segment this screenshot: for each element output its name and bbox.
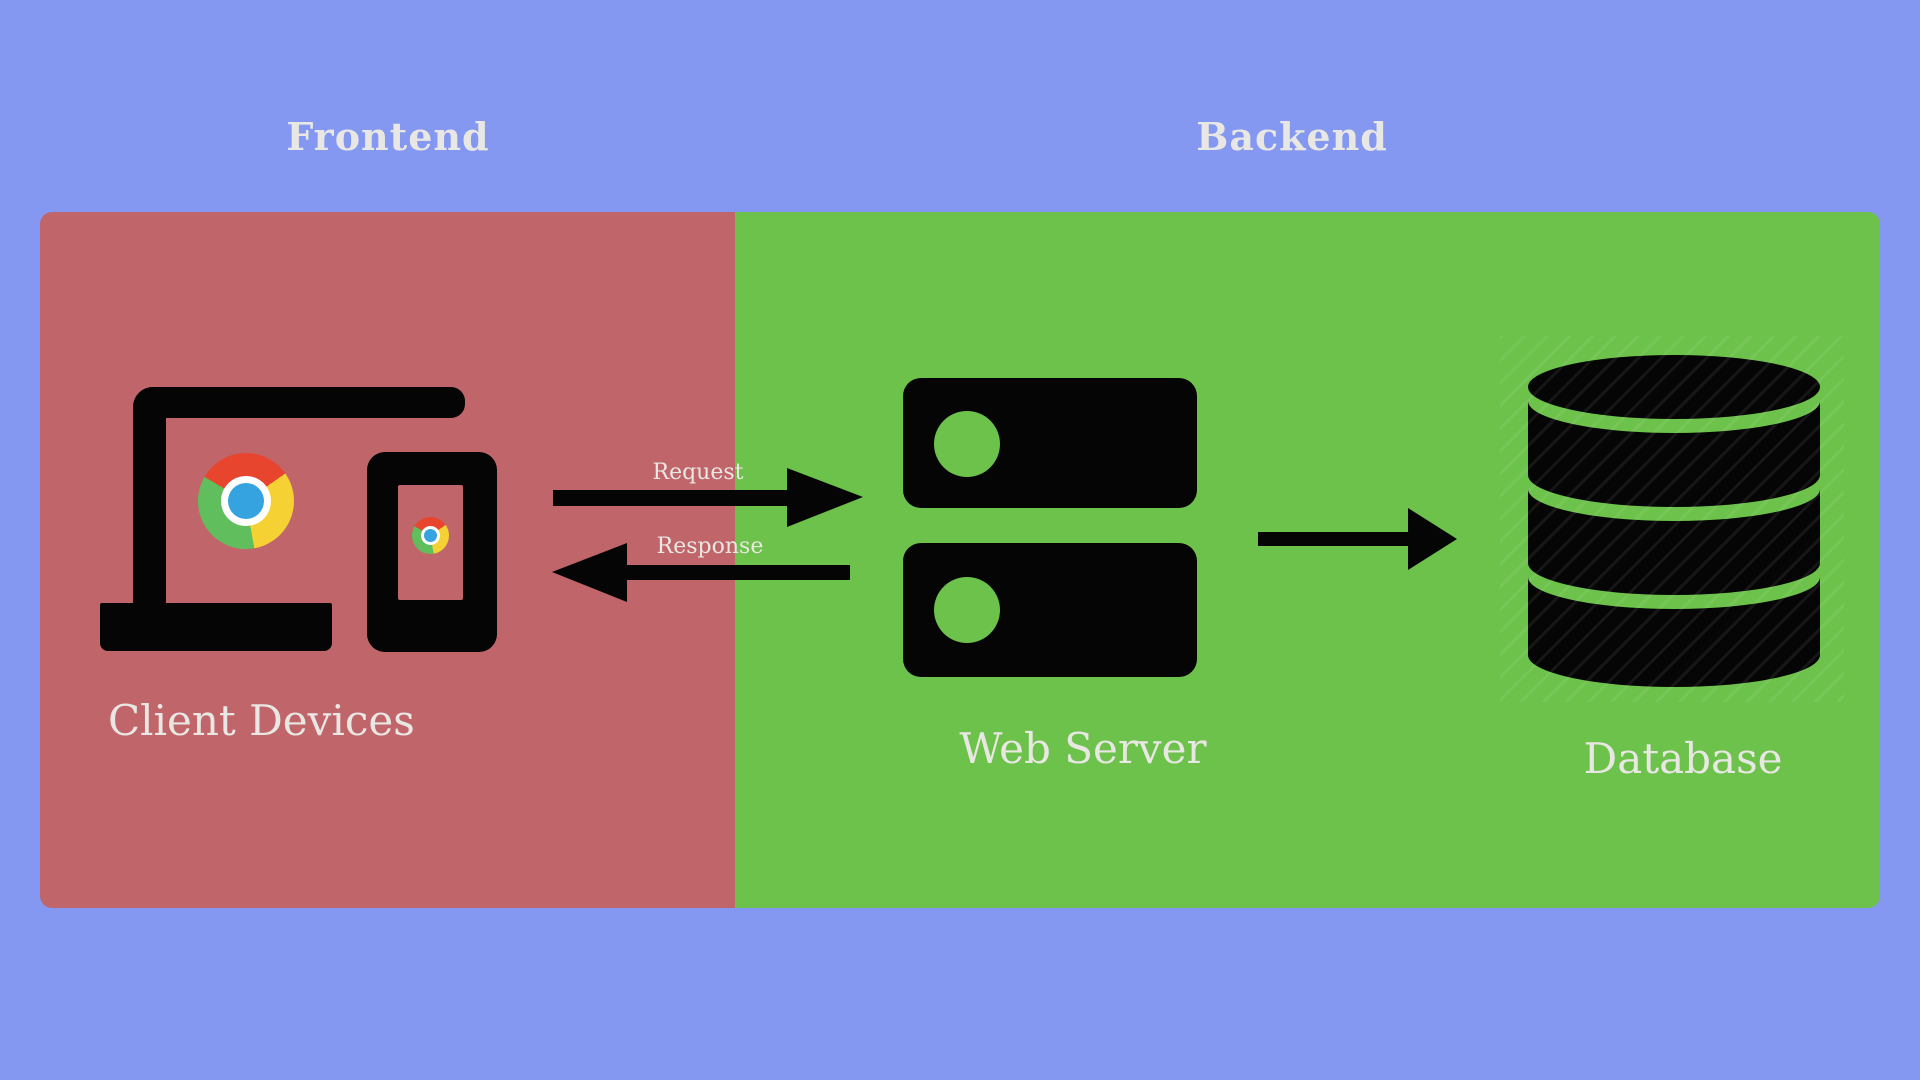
- server-to-database-arrow-icon: [1258, 508, 1457, 570]
- server-led-bottom: [934, 577, 1000, 643]
- chrome-logo-ring: [221, 476, 271, 526]
- chrome-browser-logo-small-icon: [412, 517, 449, 554]
- laptop-base: [100, 603, 332, 651]
- response-arrow-icon: [552, 543, 850, 602]
- database-top-disc: [1528, 355, 1820, 419]
- smartphone-screen: [398, 485, 463, 600]
- chrome-logo-center-dot: [228, 483, 264, 519]
- laptop-left-frame: [133, 387, 166, 603]
- response-flow-label: Response: [656, 534, 764, 559]
- laptop-top-frame: [133, 387, 465, 418]
- frontend-zone-title: Frontend: [286, 114, 490, 159]
- request-arrow-icon: [553, 468, 863, 527]
- database-band-1: [1528, 401, 1820, 507]
- backend-zone-title: Backend: [1196, 114, 1388, 159]
- server-led-top: [934, 411, 1000, 477]
- server-unit-bottom: [903, 543, 1197, 677]
- database-icon: [1528, 355, 1820, 687]
- smartphone-icon: [367, 452, 497, 652]
- web-server-label: Web Server: [959, 724, 1207, 773]
- database-band-3: [1528, 577, 1820, 687]
- web-server-icon: [903, 378, 1197, 677]
- request-flow-label: Request: [652, 460, 744, 485]
- database-band-2: [1528, 489, 1820, 595]
- client-devices-label: Client Devices: [108, 696, 415, 745]
- chrome-browser-logo-icon: [198, 453, 294, 549]
- chrome-logo-center-dot: [423, 528, 438, 543]
- database-label: Database: [1583, 734, 1783, 783]
- chrome-logo-ring: [420, 525, 441, 546]
